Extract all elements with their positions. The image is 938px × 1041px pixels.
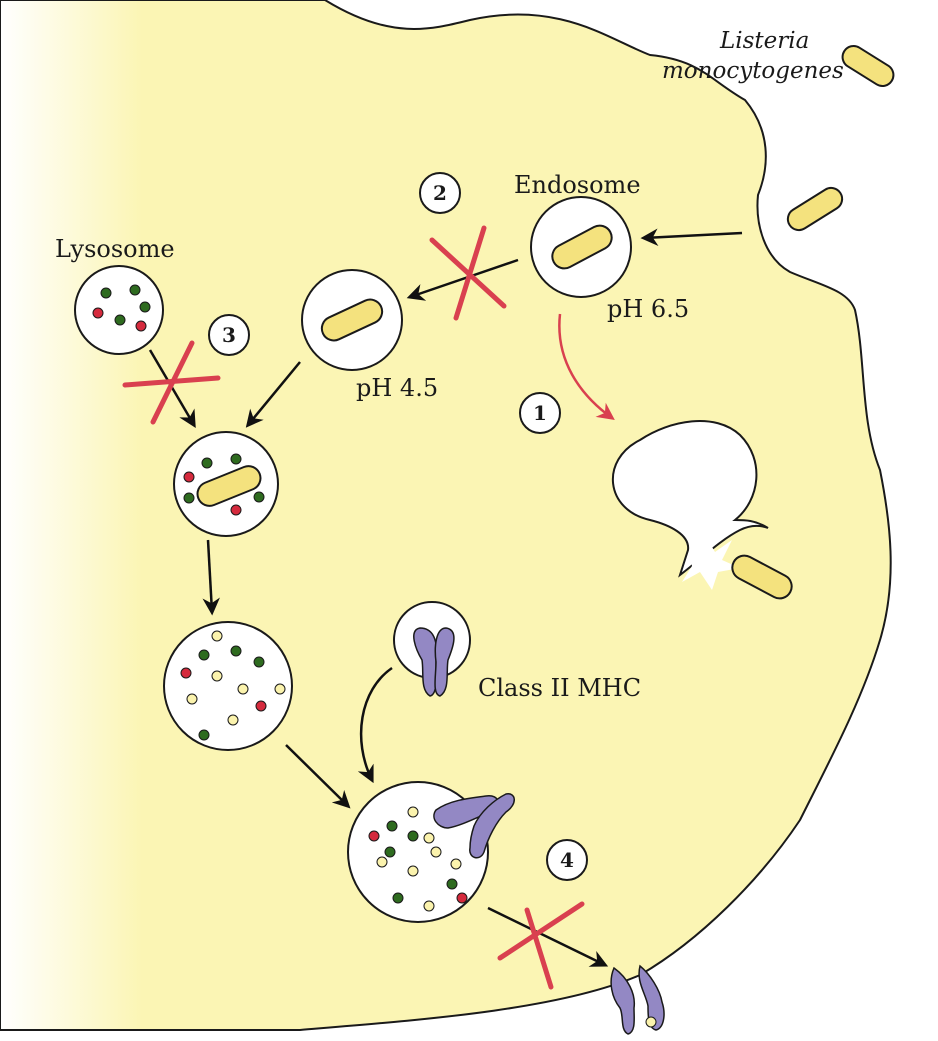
step-badge-2: 2 [419,172,461,214]
bacterium-outside [841,44,895,88]
bacterium-escaped [731,554,793,600]
ph-late-label: pH 4.5 [356,374,438,402]
surface-export-arrow [487,906,609,967]
ruptured-vacuole [612,420,769,578]
bacterium-entering [786,186,844,232]
mhc-label: Class II MHC [478,674,641,702]
late-to-phagolysosome-arrow [245,361,301,428]
peptide-delivery-arrow [285,744,351,809]
escape-arrow [558,313,615,421]
maturation-arrow [406,258,519,301]
step-number-1: 1 [533,401,547,425]
surface-peptide [645,1016,657,1028]
block-cross-4 [497,901,585,990]
block-cross-3 [122,340,221,425]
peptide-vesicle [163,621,293,751]
step-badge-3: 3 [208,314,250,356]
bacterium-in-late-endosome [320,298,384,342]
cell-membrane [0,0,892,1031]
step-number-2: 2 [433,181,447,205]
phagolysosome-granules [183,453,265,516]
mhc-in-compartment [433,793,515,859]
ph-endosome-label: pH 6.5 [607,295,689,323]
class-ii-mhc-molecule [413,627,455,697]
step-badge-1: 1 [519,392,561,434]
bacterium-in-endosome [551,224,613,270]
mhc-delivery-arrow [357,666,393,784]
lysosome-label: Lysosome [55,235,175,263]
bacterium-in-phagolysosome [196,465,262,507]
step-badge-4: 4 [546,839,588,881]
degradation-arrow [202,539,220,616]
step-number-3: 3 [222,323,236,347]
organism-label-line1: Listeria [719,28,809,54]
lysosome-granules [92,284,151,332]
lysosome [74,265,164,355]
endosome-label: Endosome [514,171,641,199]
peptide-vesicle-granules [180,630,286,741]
loading-compartment-granules [368,806,468,912]
rupture-burst [682,535,740,590]
block-cross-2 [429,225,507,321]
label-backdrop [795,95,938,133]
organism-label-line2: monocytogenes [662,58,844,84]
uptake-arrow [640,228,743,247]
surface-mhc [610,964,665,1035]
step-number-4: 4 [560,848,574,872]
